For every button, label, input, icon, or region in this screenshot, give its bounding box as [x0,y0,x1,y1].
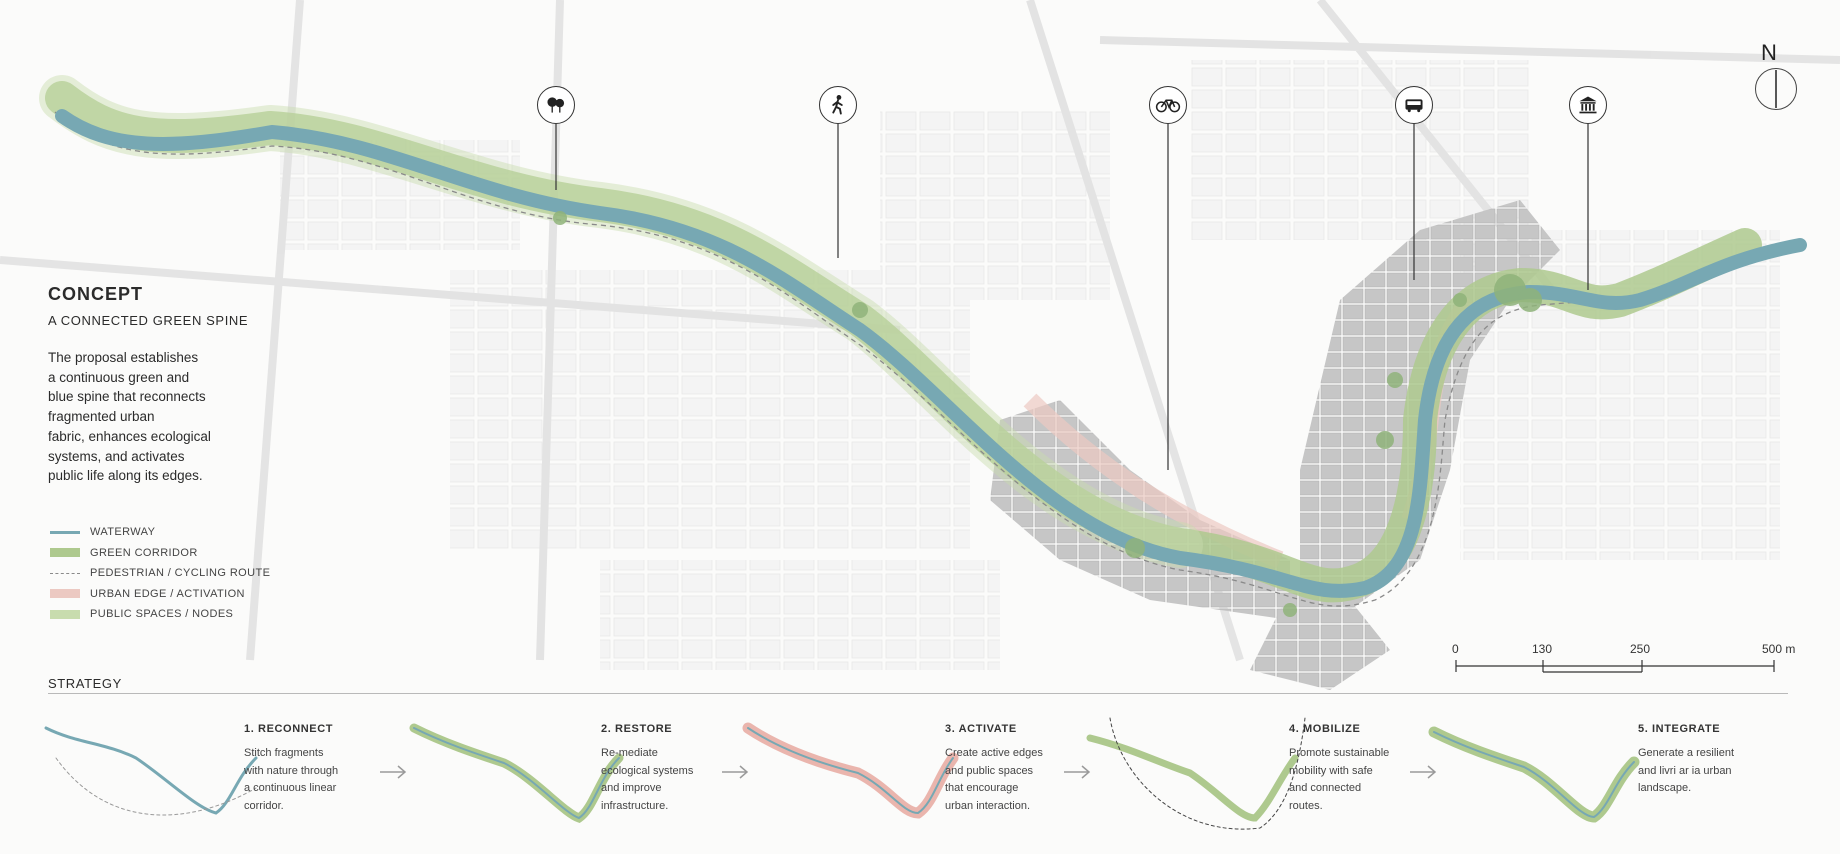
scale-label-130: 130 [1532,642,1553,656]
step-text-line: urban interaction. [945,799,1030,812]
step-text-line: and connected [1289,782,1362,794]
waterway [55,109,1807,598]
bicycle-icon [1149,86,1187,124]
urban-edge-swatch [50,589,80,599]
step-text-line: Stitch fragments [244,747,324,759]
legend-item-route: PEDESTRIAN / CYCLING ROUTE [50,563,270,584]
route-swatch [50,572,80,574]
legend-item-green-corridor: GREEN CORRIDOR [50,543,270,564]
legend-label: URBAN EDGE / ACTIVATION [90,587,245,600]
scale-label-0: 0 [1452,642,1459,656]
callout-leaders [555,124,1589,470]
museum-icon [1569,86,1607,124]
scale-bar [1455,660,1775,673]
green-corridor-swatch [50,548,80,558]
legend-item-public-spaces: PUBLIC SPACES / NODES [50,604,270,625]
step-text-line: and livri ar ia urban [1638,764,1732,777]
step-text-reconnect: Stitch fragments with nature through a c… [244,745,338,815]
scale-label-500m: 500 m [1762,642,1796,656]
step-text-activate: Create active edges and public spaces th… [945,745,1043,815]
scale-label-250: 250 [1630,642,1651,656]
step-text-line: and improve [601,782,662,794]
step-text-line: mobility with safe [1289,764,1373,777]
concept-body-line: fabric, enhances ecological [48,428,211,444]
step-title-restore: 2. RESTORE [601,723,673,735]
step-title-activate: 3. ACTIVATE [945,723,1017,735]
tree-canopy [553,211,1542,617]
step-text-line: Generate a resilient [1638,747,1734,759]
waterway-swatch [50,530,80,534]
trees-icon [537,86,575,124]
north-label: N [1761,40,1777,65]
concept-body-line: a continuous green and [48,369,190,385]
strategy-label: STRATEGY [48,676,122,691]
concept-body-line: public life along its edges. [48,468,203,484]
step-title-integrate: 5. INTEGRATE [1638,723,1721,735]
north-circle [1755,68,1797,110]
legend-item-urban-edge: URBAN EDGE / ACTIVATION [50,584,270,605]
legend-label: PEDESTRIAN / CYCLING ROUTE [90,567,271,580]
concept-body-line: blue spine that reconnects [48,389,206,405]
bus-icon [1395,86,1433,124]
step-text-line: Re-mediate [601,747,658,759]
legend-item-waterway: WATERWAY [50,522,270,543]
concept-body-line: fragmented urban [48,409,155,425]
concept-body: The proposal establishes a continuous gr… [48,348,308,486]
pedestrian-cycling-route [54,111,1801,607]
concept-subtitle: A CONNECTED GREEN SPINE [48,313,249,328]
step-text-integrate: Generate a resilient and livri ar ia urb… [1638,745,1734,798]
step-text-line: landscape. [1638,782,1692,794]
step-text-line: that encourage [945,782,1019,794]
pedestrian-icon [819,86,857,124]
legend-label: WATERWAY [90,526,156,539]
step-text-line: routes. [1289,799,1323,812]
legend-label: GREEN CORRIDOR [90,546,198,559]
concept-body-line: The proposal establishes [48,350,199,365]
step-text-line: with nature through [244,764,339,777]
legend-label: PUBLIC SPACES / NODES [90,608,234,621]
step-text-mobilize: Promote sustainable mobility with safe a… [1289,745,1389,815]
step-text-line: corridor. [244,799,284,812]
step-text-line: and public spaces [945,764,1034,777]
concept-block: CONCEPT A CONNECTED GREEN SPINE The prop… [48,284,308,486]
strategy-arrows [380,765,1437,779]
public-spaces-swatch [50,609,80,619]
step-text-line: ecological systems [601,764,694,777]
step-title-mobilize: 4. MOBILIZE [1289,723,1361,735]
step-text-line: infrastructure. [601,799,669,812]
step-title-reconnect: 1. RECONNECT [244,723,334,735]
step-text-line: Promote sustainable [1289,747,1390,759]
concept-title: CONCEPT [48,284,144,304]
step-text-restore: Re-mediate ecological systems and improv… [601,745,693,815]
legend: WATERWAY GREEN CORRIDOR PEDESTRIAN / CYC… [50,522,270,625]
concept-body-line: systems, and activates [48,448,185,464]
strategy-thumbnails [44,717,1640,830]
strategy-divider [48,693,1788,694]
step-text-line: a continuous linear [244,782,337,794]
step-text-line: Create active edges [945,747,1043,759]
